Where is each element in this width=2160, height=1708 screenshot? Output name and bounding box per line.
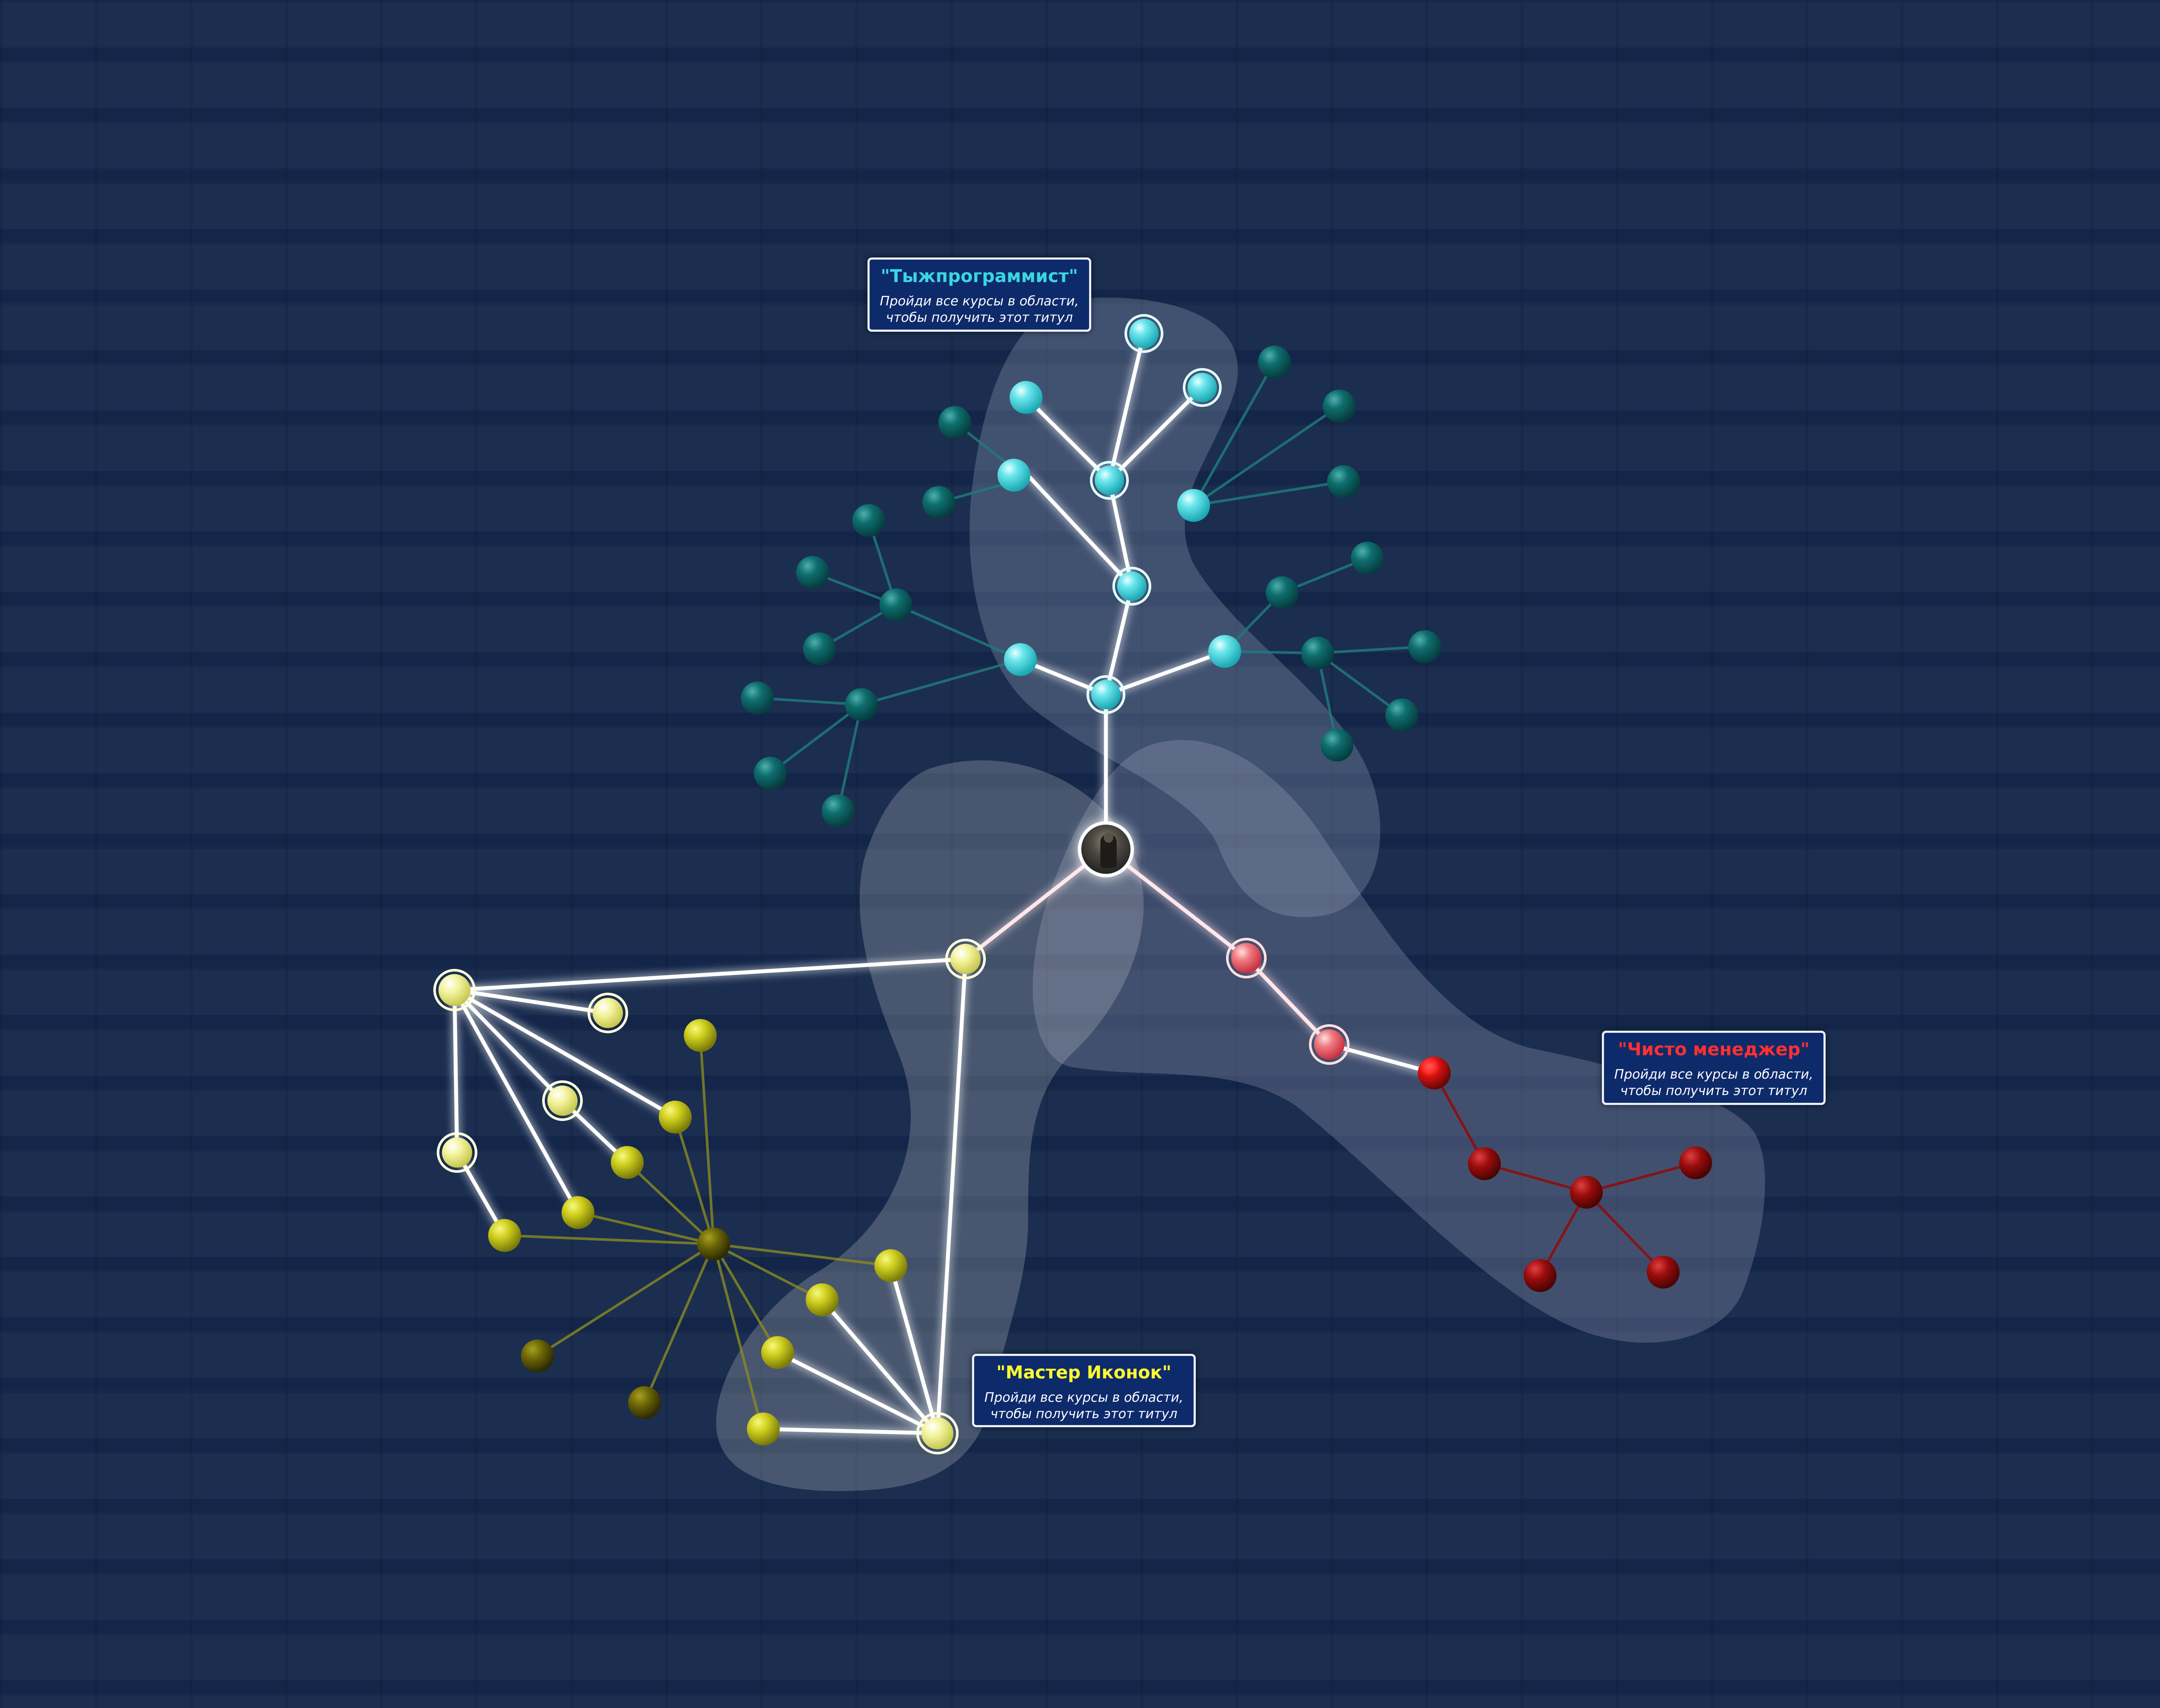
course-node[interactable] <box>741 682 774 714</box>
avatar-head <box>1104 832 1113 843</box>
title-description: Пройди все курсы в области, чтобы получи… <box>984 1390 1184 1422</box>
course-node[interactable] <box>806 1283 839 1316</box>
course-node[interactable] <box>922 486 955 519</box>
course-node[interactable] <box>542 1080 583 1121</box>
course-node[interactable] <box>761 1336 794 1369</box>
course-node[interactable] <box>1010 381 1042 414</box>
course-node[interactable] <box>1309 1024 1350 1065</box>
course-node[interactable] <box>588 993 628 1033</box>
course-node[interactable] <box>628 1386 661 1419</box>
course-node[interactable] <box>938 406 971 439</box>
title-description: Пройди все курсы в области, чтобы получи… <box>1614 1067 1814 1098</box>
course-node[interactable] <box>1385 698 1418 731</box>
course-node[interactable] <box>1468 1147 1501 1180</box>
course-node[interactable] <box>684 1019 717 1052</box>
course-node[interactable] <box>1124 314 1163 353</box>
course-node[interactable] <box>1679 1146 1712 1179</box>
course-node[interactable] <box>521 1340 554 1372</box>
course-node[interactable] <box>880 588 912 621</box>
course-node[interactable] <box>747 1413 780 1445</box>
nodes-icons <box>433 939 986 1454</box>
course-node[interactable] <box>1004 643 1037 676</box>
title-name: "Мастер Иконок" <box>996 1362 1172 1383</box>
course-node[interactable] <box>1323 390 1356 422</box>
course-node[interactable] <box>1208 635 1241 668</box>
course-node[interactable] <box>1258 346 1291 378</box>
course-node[interactable] <box>845 688 878 721</box>
nodes-manager <box>1226 938 1712 1292</box>
area-zones <box>716 297 1765 1491</box>
course-node[interactable] <box>822 794 854 827</box>
course-node[interactable] <box>1327 465 1360 498</box>
zone-programmer <box>969 297 1380 917</box>
course-node[interactable] <box>803 632 836 665</box>
course-node[interactable] <box>1524 1259 1556 1292</box>
course-node[interactable] <box>1408 630 1441 663</box>
course-node[interactable] <box>659 1101 692 1133</box>
title-card-manager[interactable]: "Чисто менеджер" Пройди все курсы в обла… <box>1602 1031 1826 1105</box>
course-node[interactable] <box>1177 489 1210 522</box>
course-node[interactable] <box>916 1412 959 1454</box>
course-node[interactable] <box>874 1249 907 1282</box>
course-node[interactable] <box>562 1196 594 1229</box>
course-node[interactable] <box>611 1146 644 1179</box>
title-description: Пройди все курсы в области, чтобы получи… <box>880 294 1079 325</box>
course-node[interactable] <box>1321 729 1353 762</box>
course-node[interactable] <box>997 459 1030 492</box>
course-node[interactable] <box>1418 1057 1451 1089</box>
course-node[interactable] <box>1090 461 1129 500</box>
title-card-programmer[interactable]: "Тыжпрограммист" Пройди все курсы в обла… <box>867 257 1091 332</box>
course-node[interactable] <box>437 1132 477 1173</box>
course-node[interactable] <box>433 969 476 1011</box>
course-node[interactable] <box>945 939 986 979</box>
nodes-programmer <box>741 314 1441 827</box>
course-node[interactable] <box>697 1228 730 1260</box>
course-node[interactable] <box>1647 1256 1680 1289</box>
course-node[interactable] <box>754 757 787 790</box>
title-card-icons[interactable]: "Мастер Иконок" Пройди все курсы в облас… <box>972 1354 1196 1427</box>
course-node[interactable] <box>1301 637 1334 670</box>
course-node[interactable] <box>796 556 829 589</box>
course-node[interactable] <box>1266 576 1299 609</box>
course-node[interactable] <box>1226 938 1267 978</box>
course-node[interactable] <box>1112 567 1151 606</box>
course-node[interactable] <box>488 1219 521 1252</box>
course-node[interactable] <box>1351 542 1384 575</box>
course-node[interactable] <box>1570 1176 1603 1209</box>
course-node[interactable] <box>852 504 885 537</box>
player-avatar[interactable] <box>1078 821 1134 877</box>
course-node[interactable] <box>1086 675 1125 714</box>
course-node[interactable] <box>1183 368 1222 407</box>
title-name: "Тыжпрограммист" <box>880 266 1078 286</box>
title-name: "Чисто менеджер" <box>1618 1039 1810 1060</box>
